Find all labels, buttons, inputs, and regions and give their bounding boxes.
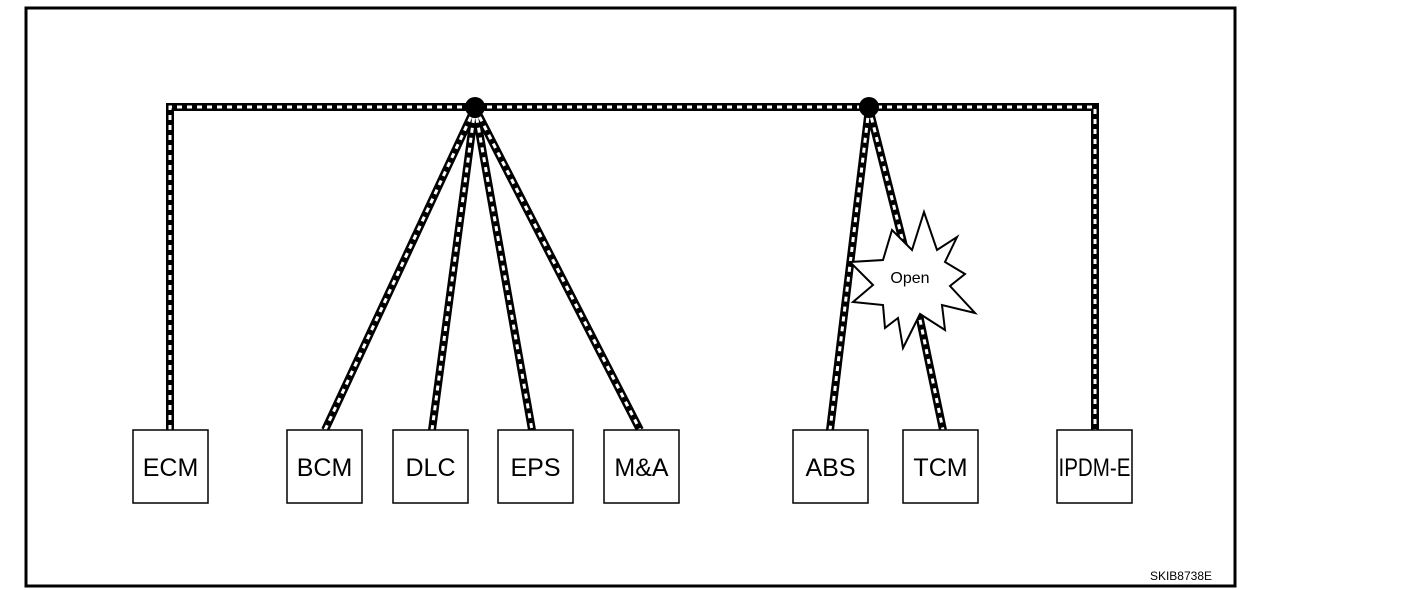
open-circuit-burst: Open [847,208,978,352]
open-label: Open [890,270,929,287]
junction-point-left [465,97,485,117]
node-label-eps: EPS [510,454,560,482]
node-abs: ABS [792,429,869,504]
node-ipdm: IPDM-E [1056,429,1133,504]
node-label-tcm: TCM [913,454,967,482]
figure-code: SKIB8738E [1150,569,1212,583]
node-ecm: ECM [132,429,209,504]
node-label-ecm: ECM [143,454,199,482]
node-label-ma: M&A [614,454,669,482]
node-label-bcm: BCM [297,454,353,482]
node-eps: EPS [497,429,574,504]
node-tcm: TCM [902,429,979,504]
node-label-ipdm: IPDM-E [1059,454,1131,482]
node-ma: M&A [603,429,680,504]
junction-point-right [859,97,879,117]
node-dlc: DLC [392,429,469,504]
node-label-dlc: DLC [405,454,455,482]
node-label-abs: ABS [805,454,855,482]
node-bcm: BCM [286,429,363,504]
can-lines [166,103,1099,432]
